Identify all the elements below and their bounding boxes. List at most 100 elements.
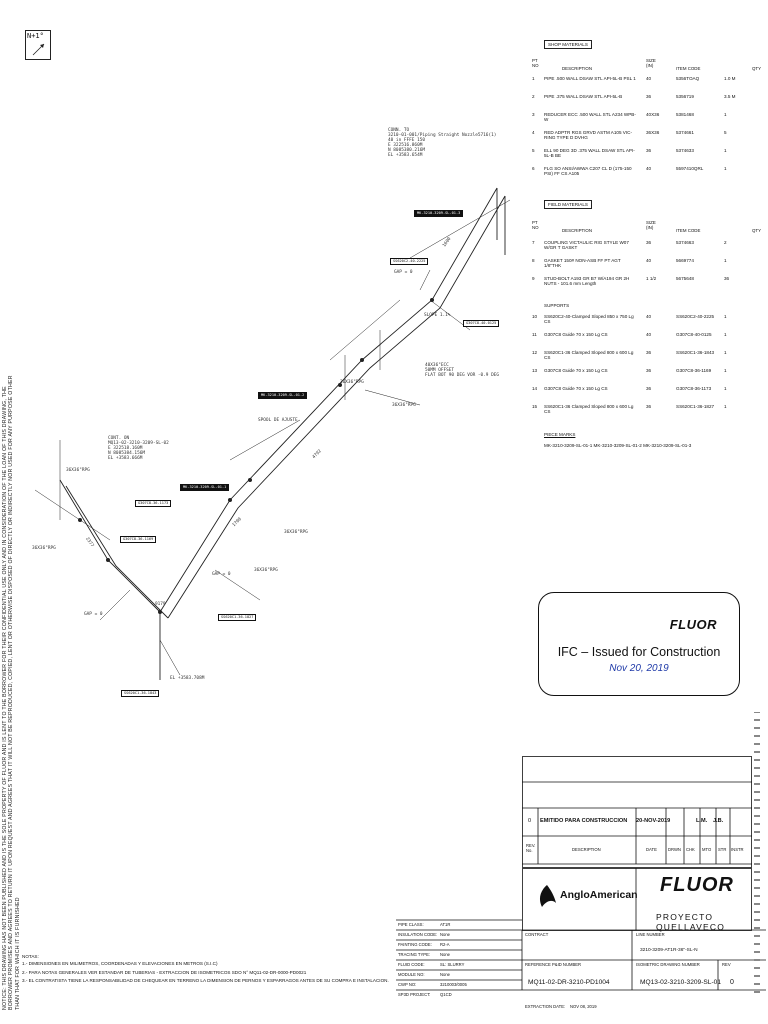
material-pt-number: 14 bbox=[532, 386, 538, 391]
col-qty: QTY bbox=[752, 66, 762, 71]
material-item-code: 5374663 bbox=[676, 240, 694, 245]
flat-note-line: FLAT BOT 90 DEG VOR -0.9 DEG bbox=[425, 373, 500, 378]
anglo-american-logo: AngloAmerican bbox=[536, 881, 638, 911]
conn-to-line: 3210-01-001/Piping Straight Nozzle5716(1… bbox=[388, 133, 497, 138]
title-field-value: Q1CD bbox=[440, 992, 452, 997]
revision-description: EMITIDO PARA CONSTRUCCION bbox=[540, 818, 628, 824]
field-materials-header: PT NO DESCRIPTION SIZE (IN) ITEM CODE QT… bbox=[532, 220, 762, 233]
reference-label: REFERENCE P&ID NUMBER bbox=[525, 962, 582, 967]
gap-label: GAP = 0 bbox=[394, 270, 413, 275]
line-number-label: LINE NUMBER bbox=[636, 932, 665, 937]
piece-marks-list: MK-3210-3209-SL-01-1 MK-3210-3209-SL-01-… bbox=[544, 443, 692, 448]
piece-mark-tag: MK-3210-3209-SL-01-1 bbox=[180, 484, 230, 491]
note-item: 1.- DIMENSIONES EN MILIMETROS, COORDENAD… bbox=[22, 961, 218, 967]
support-tag: SS620C2-40-2225 bbox=[390, 258, 429, 265]
col-code: ITEM CODE bbox=[676, 228, 701, 233]
support-tag: G307C8-36-1173 bbox=[135, 500, 172, 507]
material-item-code: SS620C1-36-1843 bbox=[676, 350, 715, 355]
notes-title: NOTAS: bbox=[22, 954, 39, 959]
material-description: REDUCER ECC .500 WALL STL A234 WPB-W bbox=[544, 112, 636, 123]
material-item-code: SS620C2-40-2225 bbox=[676, 314, 715, 319]
material-pt-number: 1 bbox=[532, 76, 535, 81]
material-description: PIPE .500 WALL DSAW STL API-5L-B PSL 1 bbox=[544, 76, 636, 81]
piece-mark-tag: MK-3210-3209-SL-01-2 bbox=[258, 392, 308, 399]
material-pt-number: 4 bbox=[532, 130, 535, 135]
str-header: STR bbox=[718, 847, 727, 852]
material-size: 36X36 bbox=[646, 130, 660, 135]
material-pt-number: 11 bbox=[532, 332, 537, 337]
conn-to-line: 40 in FFFE 150 bbox=[388, 138, 426, 143]
material-item-code: 5374633 bbox=[676, 148, 694, 153]
title-field-value: SL: SLURRY bbox=[440, 962, 465, 967]
anglo-american-name: AngloAmerican bbox=[560, 889, 638, 901]
rev-no-header: REV. No. bbox=[526, 843, 536, 853]
title-field-label: FLUID CODE: bbox=[398, 962, 425, 967]
title-field-label: MODULE NO: bbox=[398, 972, 425, 977]
material-pt-number: 8 bbox=[532, 258, 535, 263]
line-number: 3210-3209-AT1R-36"-SL-N bbox=[640, 948, 698, 953]
material-description: GASKET 150# NON-ASB FF PT AGT 1/8"THK bbox=[544, 258, 621, 269]
title-field-value: None bbox=[440, 932, 451, 937]
material-item-code: 5374661 bbox=[676, 130, 694, 135]
north-arrow-icon bbox=[32, 43, 45, 56]
material-pt-number: 13 bbox=[532, 368, 538, 373]
title-field-label: CWP NO: bbox=[398, 982, 417, 987]
title-field-value: None bbox=[440, 972, 451, 977]
col-pt: PT NO bbox=[532, 58, 539, 68]
ifc-stamp: FLUOR IFC – Issued for Construction Nov … bbox=[538, 592, 740, 696]
material-size: 36 bbox=[646, 368, 652, 373]
north-arrow-label: N+1° bbox=[27, 32, 44, 40]
edge-ticks bbox=[754, 712, 760, 993]
material-quantity: 1 bbox=[724, 314, 727, 319]
piece-mark-tag: MK-3210-3209-SL-01-3 bbox=[414, 210, 464, 217]
material-description: SS620C2-40-Clamped Sloped 850 x 750 Lg C… bbox=[544, 314, 634, 325]
weld-label: 36X36"RPG bbox=[284, 530, 308, 535]
weld-label: 36X36"RPG bbox=[392, 403, 416, 408]
support-tag: G307C8-36-1169 bbox=[120, 536, 157, 543]
material-quantity: 2 bbox=[724, 240, 727, 245]
dimension-label: 9179 bbox=[155, 602, 166, 607]
weld-label: 36X36"RPG bbox=[254, 568, 278, 573]
isometric-drawing bbox=[34, 187, 511, 680]
instr-header: INSTR bbox=[731, 847, 744, 852]
note-item: 2.- PARA NOTAS GENERALES VER ESTANDAR DE… bbox=[22, 969, 307, 975]
material-quantity: 1 bbox=[724, 332, 727, 337]
conn-on-line: E 322518.160M bbox=[108, 446, 143, 451]
contract-label: CONTRACT bbox=[525, 932, 549, 937]
material-size: 40 bbox=[646, 314, 652, 319]
weld-label: 36X36"RPG bbox=[66, 468, 90, 473]
material-description: SS620C1-36 Clamped Sloped 800 x 600 Lg C… bbox=[544, 404, 634, 415]
material-size: 36 bbox=[646, 240, 652, 245]
material-item-code: 5675648 bbox=[676, 276, 694, 281]
material-size: 40X36 bbox=[646, 112, 660, 117]
slope-note: SLOPE 1.1% bbox=[424, 313, 451, 318]
material-description: G307C8 Guide 70 x 150 Lg CS bbox=[544, 368, 608, 373]
stamp-date: Nov 20, 2019 bbox=[609, 663, 669, 674]
conn-on-note: CONT. ON MQ13-02-3210-3209-SL-02 E 32251… bbox=[108, 436, 169, 461]
extraction-label: EXTRACTION DATE: bbox=[525, 1004, 566, 1009]
flat-note-line: 50MM OFFSET bbox=[425, 368, 455, 373]
title-field-label: PAINTING CODE: bbox=[398, 942, 432, 947]
col-size: SIZE (IN) bbox=[646, 58, 656, 68]
material-size: 40 bbox=[646, 76, 652, 81]
material-item-code: G307C8-36-1173 bbox=[676, 386, 712, 391]
material-description: ELL 90 DEG 3D .375 WALL DSAW STL API-5L-… bbox=[544, 148, 635, 159]
material-item-code: G307C8-36-1169 bbox=[676, 368, 712, 373]
support-tag: G307C8-40-0125 bbox=[463, 320, 500, 327]
material-pt-number: 5 bbox=[532, 148, 535, 153]
gap-label: GAP = 0 bbox=[212, 572, 231, 577]
material-quantity: 1 bbox=[724, 368, 727, 373]
conn-on-line: N 8085384.156M bbox=[108, 451, 146, 456]
material-quantity: 1 bbox=[724, 148, 727, 153]
rev-value: 0 bbox=[730, 979, 734, 986]
conn-to-line: E 322516.860M bbox=[388, 143, 423, 148]
material-item-code: 5669774 bbox=[676, 258, 694, 263]
title-field-value: R2-A bbox=[440, 942, 450, 947]
material-quantity: 1.0 M bbox=[724, 76, 736, 81]
flat-note-line: 40X36"ECC bbox=[425, 363, 449, 368]
material-item-code: 5356TOAQ bbox=[676, 76, 700, 81]
